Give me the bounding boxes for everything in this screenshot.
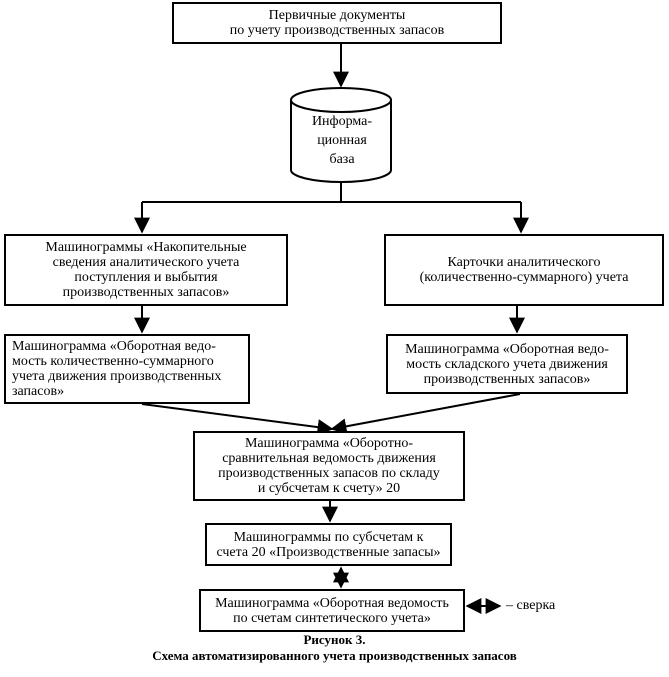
figure-title: Рисунок 3. — [303, 632, 366, 647]
primary-docs-box: Первичные документы по учету производств… — [172, 2, 502, 44]
line-right-to-comparative — [330, 393, 521, 435]
database-cylinder-icon — [290, 87, 392, 183]
turnover-comparative-box: Машинограмма «Оборотно- сравнительная ве… — [193, 431, 465, 501]
turnover-synthetic-box: Машинограмма «Оборотная ведомость по сче… — [199, 589, 465, 632]
info-base-label: Информа- ционная база — [311, 114, 373, 167]
reconciliation-label: – сверка — [506, 598, 556, 613]
turnover-quantity-sum-box: Машинограмма «Оборотная ведо- мость коли… — [4, 334, 250, 404]
turnover-warehouse-box: Машинограмма «Оборотная ведо- мость скла… — [386, 334, 628, 394]
analytic-cards-box: Карточки аналитического (количественно-с… — [384, 234, 664, 306]
line-left-to-comparative — [141, 403, 334, 436]
machinegrams-cumulative-box: Машинограммы «Накопительные сведения ана… — [4, 234, 288, 306]
figure-subtitle: Схема автоматизированного учета производ… — [152, 648, 517, 663]
subaccounts-box: Машинограммы по субсчетам к счета 20 «Пр… — [205, 523, 452, 566]
